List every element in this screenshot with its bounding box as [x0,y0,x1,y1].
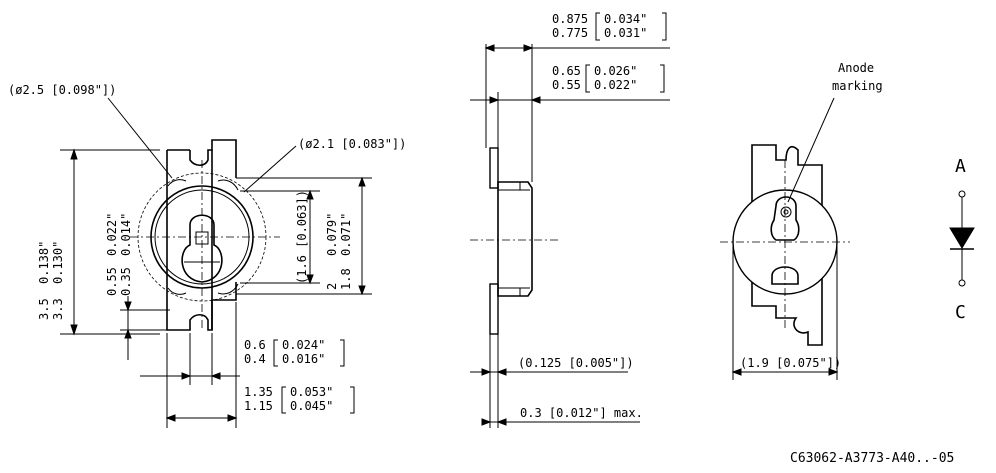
cathode-oval [771,266,799,285]
anode-label-line1: Anode [838,61,874,75]
front-inner-circle-dim: (1.6 [0.063]) [295,190,309,284]
front-inner-hole-label: (ø2.1 [0.083"]) [298,137,406,151]
side-lead-max: 0.3 [0.012"] max. [520,406,643,420]
side-lead-bottom [489,283,499,335]
anode-keyhole [770,196,800,241]
diode-symbol: A C [949,156,975,323]
side-body-mm-max: 0.65 [552,64,581,78]
front-tabw-in-max: 0.053" [290,385,333,399]
front-offset-mm-min: 0.4 [244,352,266,366]
front-chip-outline [181,214,223,283]
front-top-tab [189,139,237,178]
front-tab-height-in-min: 0.014" [119,213,133,256]
side-total-in-max: 0.034" [604,12,647,26]
side-view: 0.875 0.775 0.034" 0.031" 0.65 0.55 0.02… [470,12,670,428]
back-lead-frame [751,144,823,346]
front-height-in-min: 0.130" [51,241,65,284]
side-lead-top [489,147,499,189]
front-tab-height-mm-max: 0.55 [105,267,119,296]
front-width-in-max: 0.079" [325,213,339,256]
side-body-mm-min: 0.55 [552,78,581,92]
side-total-mm-min: 0.775 [552,26,588,40]
side-total-mm-max: 0.875 [552,12,588,26]
front-outer-hole-label: (ø2.5 [0.098"]) [8,83,116,97]
symbol-cathode-letter: C [955,302,966,323]
side-lead-thickness: (0.125 [0.005"]) [518,356,634,370]
front-view: (ø2.5 [0.098"]) (ø2.1 [0.083"]) 3.5 3.3 … [8,83,406,428]
front-width-in-min: 0.071" [339,213,353,256]
front-tabw-in-min: 0.045" [290,399,333,413]
front-height-mm-max: 3.5 [37,298,51,320]
front-offset-mm-max: 0.6 [244,338,266,352]
front-tab-height-mm-min: 0.35 [119,267,133,296]
side-body-in-min: 0.022" [594,78,637,92]
front-height-in-max: 0.138" [37,241,51,284]
front-width-mm-max: 2 [325,283,339,290]
front-lead-frame [166,150,213,331]
back-width-label: (1.9 [0.075"]) [740,356,841,370]
back-view: Anode marking (1.9 [0.075"]) [720,61,883,380]
anode-label-line2: marking [832,79,883,93]
side-total-in-min: 0.031" [604,26,647,40]
side-body-in-max: 0.026" [594,64,637,78]
front-tab-height-in-max: 0.022" [105,213,119,256]
side-body [497,181,533,297]
front-tabw-mm-min: 1.15 [244,399,273,413]
front-offset-in-min: 0.016" [282,352,325,366]
front-tabw-mm-max: 1.35 [244,385,273,399]
front-width-mm-min: 1.8 [339,268,353,290]
symbol-anode-letter: A [955,156,966,177]
front-offset-in-max: 0.024" [282,338,325,352]
part-number: C63062-A3773-A40..-05 [790,451,954,466]
diode-triangle [949,227,975,249]
front-height-mm-min: 3.3 [51,298,65,320]
